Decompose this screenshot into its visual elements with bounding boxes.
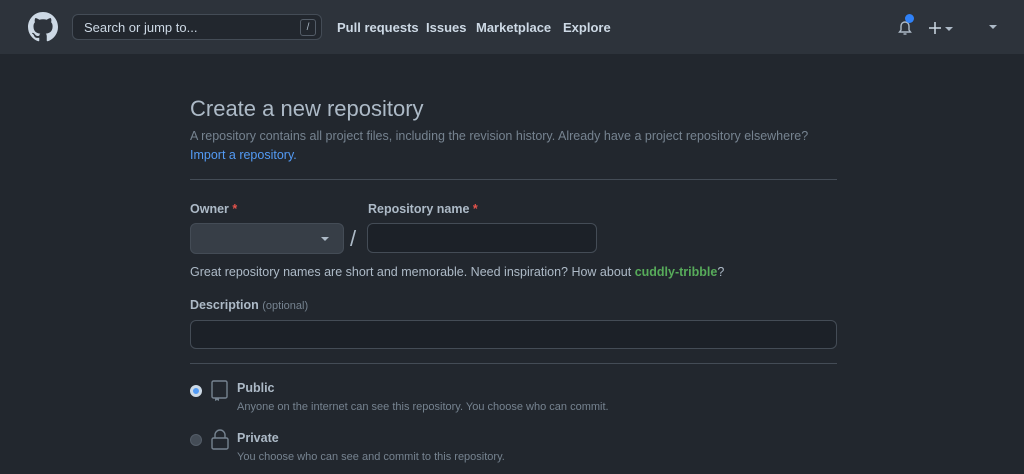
public-label[interactable]: Public — [237, 381, 275, 395]
chevron-down-icon — [321, 237, 329, 241]
description-input[interactable] — [190, 320, 837, 349]
required-mark: * — [232, 202, 238, 216]
subtitle-text: A repository contains all project files,… — [190, 129, 809, 143]
nav-issues[interactable]: Issues — [426, 20, 467, 35]
owner-label: Owner * — [190, 202, 238, 216]
plus-dropdown-caret-icon[interactable] — [945, 27, 953, 31]
import-repository-link[interactable]: Import a repository. — [190, 148, 297, 162]
private-description: You choose who can see and commit to thi… — [237, 451, 505, 463]
owner-repo-separator: / — [350, 226, 357, 251]
repo-icon — [211, 380, 228, 401]
page-title: Create a new repository — [190, 96, 424, 121]
search-input[interactable]: Search or jump to... / — [72, 14, 322, 40]
search-shortcut-key: / — [300, 19, 316, 36]
public-radio[interactable] — [190, 385, 202, 397]
nav-pull-requests[interactable]: Pull requests — [337, 20, 419, 35]
nav-marketplace[interactable]: Marketplace — [476, 20, 552, 35]
required-mark: * — [472, 202, 478, 216]
name-hint: Great repository names are short and mem… — [190, 265, 725, 279]
search-placeholder: Search or jump to... — [84, 20, 198, 35]
repo-name-label: Repository name * — [368, 202, 478, 216]
notification-dot-icon — [905, 14, 914, 23]
repo-name-input[interactable] — [367, 223, 597, 253]
private-radio[interactable] — [190, 434, 202, 446]
top-header: Search or jump to... / Pull requests Iss… — [0, 0, 1024, 54]
lock-icon — [211, 429, 229, 450]
optional-tag: (optional) — [262, 300, 309, 312]
nav-explore[interactable]: Explore — [563, 20, 611, 35]
owner-select[interactable] — [190, 223, 344, 254]
private-label[interactable]: Private — [237, 431, 279, 445]
public-description: Anyone on the internet can see this repo… — [237, 401, 609, 413]
divider — [190, 179, 837, 180]
suggested-name-link[interactable]: cuddly-tribble — [634, 265, 718, 279]
divider — [190, 363, 837, 364]
page-subtitle: A repository contains all project files,… — [190, 127, 850, 165]
github-logo-icon[interactable] — [28, 12, 58, 42]
description-label: Description (optional) — [190, 298, 309, 312]
plus-icon[interactable] — [929, 22, 941, 34]
profile-dropdown-caret-icon[interactable] — [989, 25, 997, 29]
